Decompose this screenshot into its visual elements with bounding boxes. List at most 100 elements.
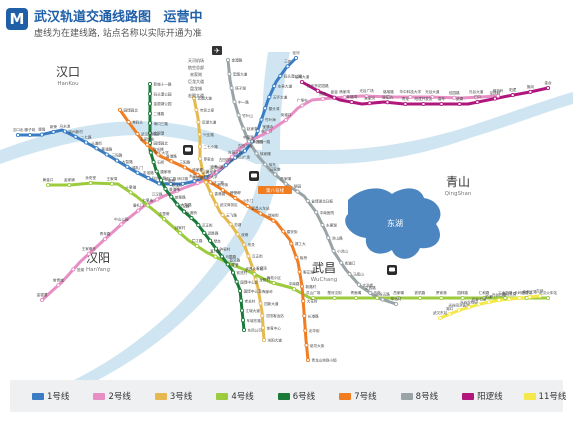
station-dot[interactable] [537, 293, 543, 299]
station-dot[interactable] [147, 81, 153, 87]
station-dot[interactable] [332, 95, 337, 100]
station-dot[interactable] [162, 217, 167, 222]
station-dot[interactable] [386, 94, 391, 99]
station-dot[interactable] [145, 203, 150, 208]
station-dot[interactable] [393, 301, 399, 307]
station-dot[interactable] [254, 151, 259, 156]
station-dot[interactable] [227, 71, 232, 77]
station-dot[interactable] [295, 189, 300, 194]
station-dot[interactable] [258, 301, 263, 306]
station-dot[interactable] [430, 95, 435, 100]
station-dot[interactable] [240, 318, 246, 323]
station-dot[interactable] [242, 242, 247, 247]
station-dot[interactable] [135, 170, 140, 175]
station-dot[interactable] [208, 180, 213, 185]
line3-route[interactable] [192, 96, 266, 342]
station-dot[interactable] [367, 101, 372, 106]
station-dot[interactable] [163, 186, 168, 191]
station-dot[interactable] [356, 282, 361, 287]
station-dot[interactable] [300, 103, 305, 108]
station-dot[interactable] [88, 181, 93, 186]
station-dot[interactable] [191, 95, 197, 101]
line8-route[interactable] [226, 58, 398, 306]
station-dot[interactable] [73, 134, 78, 139]
station-dot[interactable] [195, 243, 200, 249]
station-dot[interactable] [252, 272, 257, 277]
station-dot[interactable] [126, 119, 131, 125]
station-dot[interactable] [294, 255, 299, 260]
station-dot[interactable] [349, 100, 354, 105]
station-dot[interactable] [258, 211, 263, 216]
station-dot[interactable] [421, 101, 426, 107]
station-dot[interactable] [241, 327, 247, 333]
station-dot[interactable] [292, 287, 297, 292]
station-dot[interactable] [239, 308, 245, 313]
station-dot[interactable] [239, 298, 244, 303]
station-dot[interactable] [299, 284, 305, 289]
station-dot[interactable] [169, 159, 174, 164]
station-dot[interactable] [281, 229, 286, 234]
station-dot[interactable] [385, 100, 390, 105]
station-dot[interactable] [56, 283, 61, 288]
station-dot[interactable] [439, 295, 444, 301]
station-dot[interactable] [273, 172, 278, 177]
station-dot[interactable] [203, 180, 209, 185]
station-dot[interactable] [437, 315, 443, 321]
station-dot[interactable] [114, 158, 120, 163]
station-dot[interactable] [189, 216, 194, 221]
station-dot[interactable] [214, 169, 219, 175]
station-dot[interactable] [220, 212, 225, 218]
station-dot[interactable] [146, 176, 151, 181]
station-dot[interactable] [202, 230, 207, 235]
station-dot[interactable] [102, 237, 108, 242]
station-dot[interactable] [527, 294, 532, 300]
station-dot[interactable] [168, 181, 173, 187]
station-dot[interactable] [364, 94, 369, 99]
station-dot[interactable] [147, 101, 153, 106]
station-dot[interactable] [230, 154, 235, 159]
station-dot[interactable] [203, 175, 208, 180]
station-dot[interactable] [51, 129, 56, 134]
station-dot[interactable] [62, 129, 67, 134]
station-dot[interactable] [220, 188, 225, 193]
station-dot[interactable] [353, 295, 358, 301]
station-dot[interactable] [304, 343, 309, 348]
station-dot[interactable] [145, 142, 150, 147]
station-dot[interactable] [261, 325, 266, 330]
station-dot[interactable] [481, 295, 487, 301]
station-dot[interactable] [109, 181, 114, 186]
station-dot[interactable] [253, 277, 258, 282]
station-dot[interactable] [326, 235, 331, 240]
station-dot[interactable] [195, 180, 200, 186]
station-dot[interactable] [155, 197, 160, 202]
station-dot[interactable] [238, 288, 243, 293]
station-dot[interactable] [452, 95, 457, 100]
station-dot[interactable] [178, 231, 183, 236]
station-dot[interactable] [175, 202, 180, 207]
station-dot[interactable] [305, 198, 310, 204]
station-dot[interactable] [230, 270, 236, 275]
station-dot[interactable] [67, 182, 72, 188]
station-dot[interactable] [246, 139, 251, 144]
station-dot[interactable] [255, 128, 260, 133]
station-dot[interactable] [439, 101, 444, 107]
station-dot[interactable] [234, 279, 239, 284]
station-dot[interactable] [135, 131, 140, 136]
station-dot[interactable] [169, 194, 174, 199]
station-dot[interactable] [297, 269, 302, 274]
station-dot[interactable] [496, 298, 502, 303]
station-dot[interactable] [250, 265, 255, 270]
station-dot[interactable] [147, 140, 153, 145]
station-dot[interactable] [196, 120, 201, 125]
station-dot[interactable] [408, 94, 413, 100]
station-dot[interactable] [147, 111, 153, 116]
station-dot[interactable] [260, 313, 265, 318]
station-dot[interactable] [182, 165, 187, 170]
station-dot[interactable] [474, 95, 479, 100]
station-dot[interactable] [246, 254, 251, 259]
station-dot[interactable] [261, 337, 267, 343]
station-dot[interactable] [417, 295, 422, 301]
station-dot[interactable] [128, 190, 133, 195]
station-dot[interactable] [71, 267, 76, 272]
station-dot[interactable] [263, 106, 268, 111]
